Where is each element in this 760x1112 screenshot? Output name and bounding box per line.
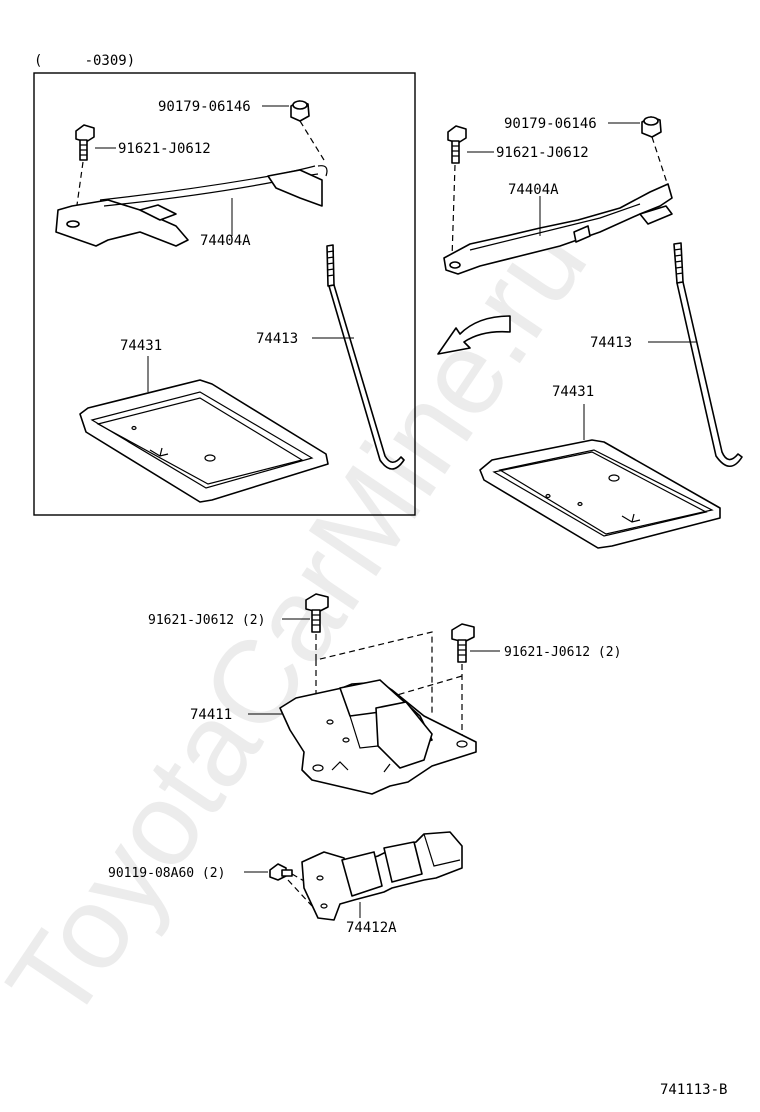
label-stay: 74412A [346,920,397,936]
label-rod-right: 74413 [590,335,632,351]
stay-bolt-part [269,863,293,881]
label-bolt-right: 91621-J0612 [496,145,589,161]
inset-frame [33,72,416,516]
label-carrier: 74411 [190,707,232,723]
label-carrier-bolt-a: 91621-J0612 (2) [148,613,265,628]
inset-range-label: ( -0309) [34,53,135,69]
label-nut-left: 90179-06146 [158,99,251,115]
carrier-bolt-b-part [451,623,475,663]
label-nut-right: 90179-06146 [504,116,597,132]
clamp-left-part [55,165,328,247]
nut-right-part [641,116,662,138]
watermark-text: ToyotaCarMine.ru [0,199,612,1045]
label-clamp-left: 74404A [200,233,251,249]
carrier-bolt-a-part [305,593,329,633]
tray-right-part [479,439,721,549]
label-carrier-bolt-b: 91621-J0612 (2) [504,645,621,660]
label-bolt-left: 91621-J0612 [118,141,211,157]
stay-part [301,831,463,921]
label-tray-left: 74431 [120,338,162,354]
label-clamp-right: 74404A [508,182,559,198]
label-stay-bolt: 90119-08A60 (2) [108,866,225,881]
rod-left-part [326,244,405,470]
carrier-part [279,679,477,795]
bolt-right-part [447,125,467,164]
label-tray-right: 74431 [552,384,594,400]
clamp-right-part [443,183,673,275]
tray-left-part [79,379,329,503]
nut-left-part [290,100,310,122]
label-rod-left: 74413 [256,331,298,347]
rod-right-part [673,242,743,468]
diagram-id: 741113-B [660,1082,727,1098]
bolt-left-part [75,124,95,161]
direction-arrow [437,315,511,355]
